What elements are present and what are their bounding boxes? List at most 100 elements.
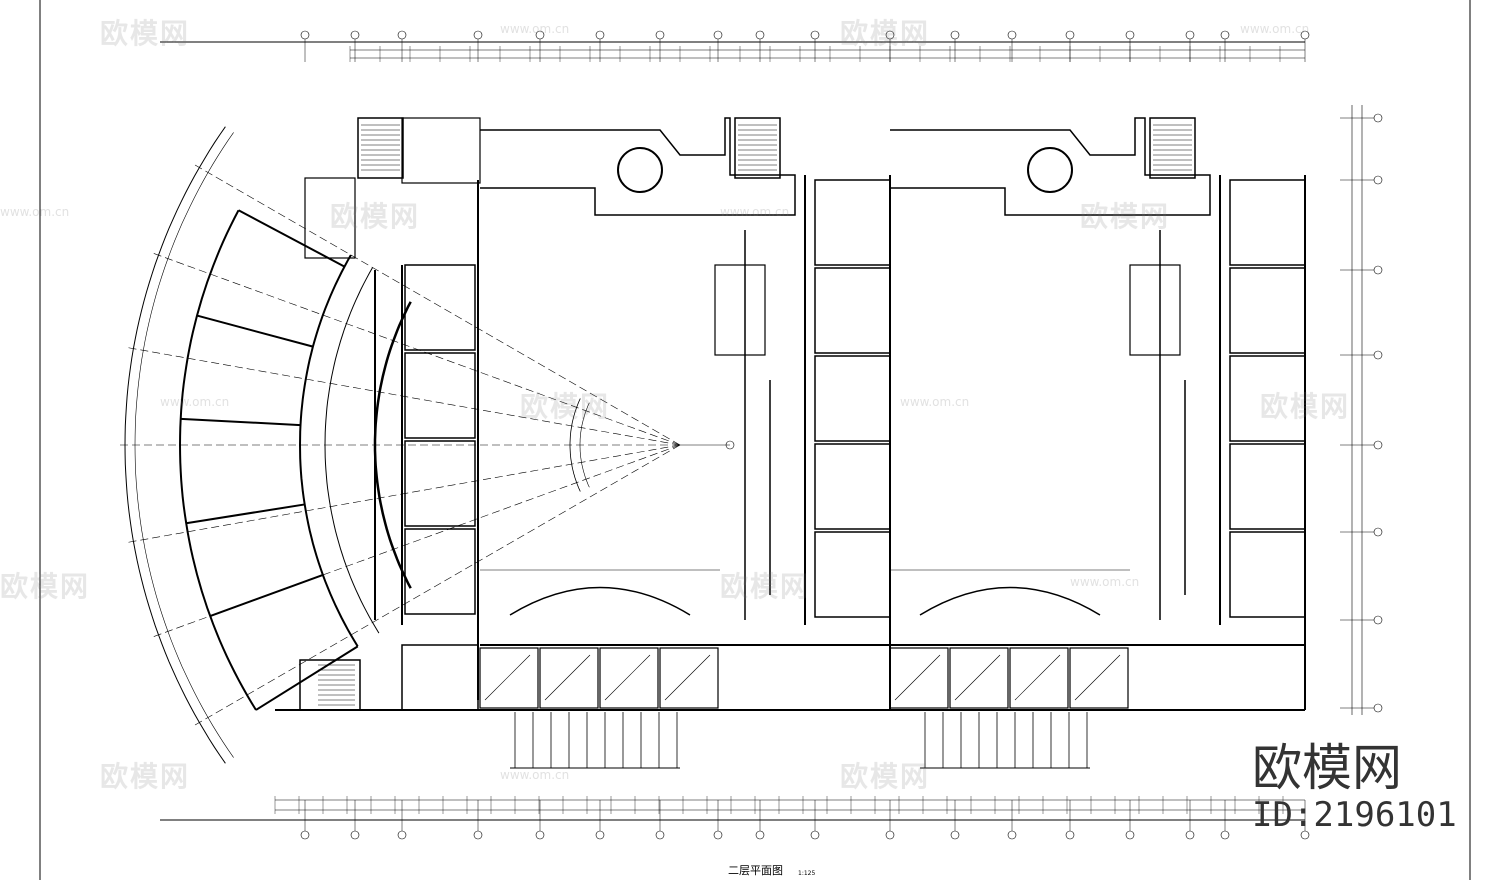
round-stair [1027, 147, 1073, 193]
axis-bubble [755, 830, 765, 840]
axis-bubble [535, 830, 545, 840]
watermark-url: www.om.cn [0, 205, 70, 219]
axis-bubble [1007, 30, 1017, 40]
watermark-url: www.om.cn [720, 205, 790, 219]
axis-bubble [397, 830, 407, 840]
radial-guide [194, 444, 681, 726]
partition-wall [196, 314, 314, 348]
stairwell [734, 117, 781, 179]
stairwell [357, 117, 404, 179]
stairwell [1149, 117, 1196, 179]
watermark-url: www.om.cn [500, 768, 570, 782]
arched-canopy [919, 586, 1101, 616]
axis-bubble [755, 30, 765, 40]
classroom [814, 267, 891, 354]
watermark-logo: 欧模网 [100, 17, 191, 50]
round-stair [617, 147, 663, 193]
room [599, 647, 659, 709]
classroom [1229, 355, 1306, 442]
axis-bubble [655, 830, 665, 840]
partition-wall [238, 209, 345, 268]
dimension-arc [579, 402, 590, 488]
watermark-logo: 欧模网 [840, 17, 931, 50]
axis-bubble [1373, 615, 1383, 625]
watermark-logo: 欧模网 [1080, 200, 1171, 233]
watermark-id: ID:2196101 [1252, 795, 1457, 835]
dimension-arc [569, 398, 581, 492]
axis-bubble [595, 30, 605, 40]
toilet-block [1129, 264, 1181, 356]
door-swing [484, 654, 531, 701]
watermark-logo: 欧模网 [0, 570, 91, 603]
classroom [404, 264, 476, 351]
door-swing [1014, 654, 1061, 701]
axis-bubble [713, 830, 723, 840]
axis-bubble [473, 830, 483, 840]
radial-guide [128, 444, 681, 543]
arched-canopy [509, 586, 691, 616]
door-swing [664, 654, 711, 701]
watermark-url: www.om.cn [1240, 22, 1310, 36]
watermark-logo: 欧模网 [100, 760, 191, 793]
axis-bubble [350, 830, 360, 840]
axis-bubble [300, 30, 310, 40]
drawing-title: 二层平面图 [728, 864, 783, 877]
room [539, 647, 599, 709]
axis-bubble [595, 830, 605, 840]
axis-bubble [950, 30, 960, 40]
axis-bubble [810, 30, 820, 40]
room [401, 644, 479, 711]
fan-corridor [324, 267, 380, 634]
axis-bubble [473, 30, 483, 40]
axis-bubble [1007, 830, 1017, 840]
axis-bubble [1373, 703, 1383, 713]
classroom [1229, 531, 1306, 618]
axis-bubble [1185, 30, 1195, 40]
room [659, 647, 719, 709]
partition-wall [185, 503, 305, 525]
axis-bubble [950, 830, 960, 840]
axis-bubble [1220, 830, 1230, 840]
watermark-brand: 欧模网 [1252, 739, 1402, 797]
axis-bubble [1125, 30, 1135, 40]
classroom [814, 179, 891, 266]
axis-bubble [1373, 265, 1383, 275]
classroom [404, 352, 476, 439]
classroom [814, 531, 891, 618]
room [1009, 647, 1069, 709]
classroom [1229, 443, 1306, 530]
door-swing [894, 654, 941, 701]
axis-bubble [300, 830, 310, 840]
classroom [404, 528, 476, 615]
axis-bubble [1185, 830, 1195, 840]
fan-inner-wall [298, 254, 359, 647]
axis-bubble [350, 30, 360, 40]
radial-guide [153, 253, 681, 446]
watermark-url: www.om.cn [500, 22, 570, 36]
axis-bubble [1373, 175, 1383, 185]
axis-bubble [655, 30, 665, 40]
radial-guide [128, 347, 681, 446]
axis-bubble [1373, 440, 1383, 450]
watermark-logo: 欧模网 [1260, 390, 1351, 423]
drawing-scale: 1:125 [798, 870, 816, 877]
watermark-url: www.om.cn [160, 395, 230, 409]
axis-bubble [1065, 30, 1075, 40]
classroom [814, 355, 891, 442]
axis-bubble [1373, 113, 1383, 123]
room [479, 647, 539, 709]
partition-wall [255, 645, 359, 711]
axis-bubble [1373, 527, 1383, 537]
room [401, 117, 481, 184]
watermark-logo: 欧模网 [520, 390, 611, 423]
axis-bubble [1373, 350, 1383, 360]
courtyard-edge [480, 117, 796, 216]
toilet-block [714, 264, 766, 356]
watermark-url: www.om.cn [1070, 575, 1140, 589]
axis-bubble [1065, 830, 1075, 840]
axis-bubble [1125, 830, 1135, 840]
radial-guide [194, 164, 681, 446]
axis-bubble [1220, 30, 1230, 40]
courtyard-edge [890, 117, 1211, 216]
